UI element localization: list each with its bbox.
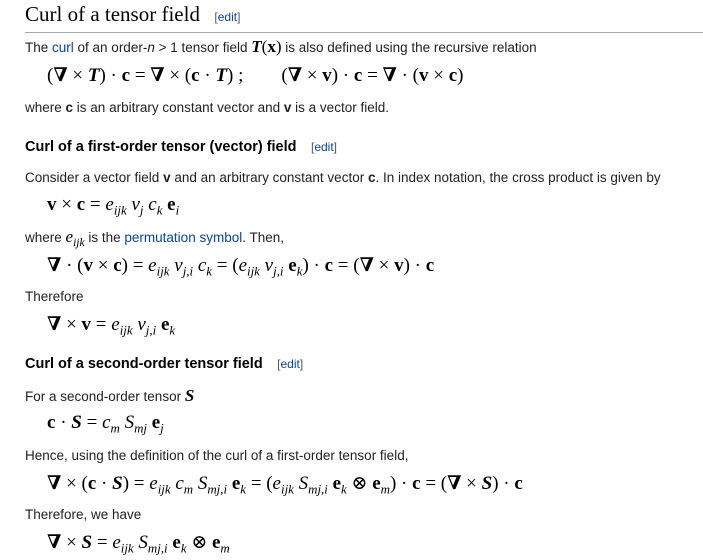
equation-curl-vector: ∇ × v = eijk vj,i ek [47, 314, 176, 338]
curl-link[interactable]: curl [52, 40, 74, 55]
subsection-title: Curl of a first-order tensor (vector) fi… [25, 139, 297, 155]
formula-eijk: eijk [65, 227, 85, 250]
equation-c-dot-s: c · S = cm Smj ej [47, 412, 164, 436]
equation-recursive-relation: (∇ × T) · c = ∇ × (c · T) ;(∇ × v) · c =… [47, 65, 464, 86]
consider-text: Consider a vector field [25, 170, 164, 185]
edit-label[interactable]: edit [280, 357, 300, 371]
edit-label[interactable]: edit [314, 140, 334, 154]
consider-v: v [163, 170, 171, 185]
consider-text: and an arbitrary constant vector [170, 170, 368, 185]
hence-paragraph: Hence, using the definition of the curl … [25, 447, 408, 465]
edit-label[interactable]: edit [217, 10, 238, 24]
consider-c: c [367, 170, 376, 185]
formula-tensor-field: T(x) [251, 37, 282, 56]
section-edit-link[interactable]: [edit] [214, 10, 241, 24]
for-text: For a second-order tensor [25, 389, 185, 404]
equation-cross-product: v × c = eijk vj ck ei [47, 194, 180, 218]
where-text: . Then, [242, 230, 284, 245]
subsection-heading-second-order: Curl of a second-order tensor field [edi… [25, 355, 303, 373]
permutation-symbol-link[interactable]: permutation symbol [124, 230, 243, 245]
intro-text: The [25, 40, 53, 55]
subsection-title: Curl of a second-order tensor field [25, 356, 263, 372]
equation-curl-tensor: ∇ × S = eijk Smj,i ek ⊗ em [47, 532, 230, 556]
where-c: c [65, 100, 74, 115]
section-title: Curl of a tensor field [25, 2, 200, 26]
therefore-paragraph-1: Therefore [25, 288, 84, 306]
intro-text: > 1 tensor field [154, 40, 252, 55]
therefore-text: Therefore [25, 289, 84, 304]
formula-tensor-s: S [184, 386, 195, 405]
section-heading: Curl of a tensor field [edit] [25, 2, 703, 33]
consider-paragraph: Consider a vector field v and an arbitra… [25, 169, 661, 187]
intro-text: is also defined using the recursive rela… [281, 40, 537, 55]
intro-text: of an order- [73, 40, 148, 55]
intro-paragraph: The curl of an order-n > 1 tensor field … [25, 38, 537, 57]
where-text: is a vector field. [291, 100, 389, 115]
where-v: v [283, 100, 292, 115]
subsection-edit-link[interactable]: [edit] [310, 140, 338, 154]
intro-n: n [147, 40, 155, 55]
hence-text: Hence, using the definition of the curl … [25, 448, 409, 463]
where-text: where [25, 100, 66, 115]
second-order-paragraph: For a second-order tensor S [25, 387, 194, 406]
therefore-paragraph-2: Therefore, we have [25, 506, 141, 524]
subsection-heading-first-order: Curl of a first-order tensor (vector) fi… [25, 138, 337, 156]
subsection-edit-link[interactable]: [edit] [277, 357, 304, 371]
where-text: where [25, 230, 66, 245]
equation-divergence: ∇ · (v × c) = eijk vj,i ck = (eijk vj,i … [47, 255, 435, 279]
where-paragraph: where c is an arbitrary constant vector … [25, 99, 389, 117]
therefore-text: Therefore, we have [25, 507, 142, 522]
equation-curl-c-dot-s: ∇ × (c · S) = eijk cm Smj,i ek = (eijk S… [47, 473, 523, 497]
where-text: is an arbitrary constant vector and [73, 100, 284, 115]
consider-text: . In index notation, the cross product i… [375, 170, 661, 185]
permutation-paragraph: where eijk is the permutation symbol. Th… [25, 228, 284, 252]
where-text: is the [84, 230, 125, 245]
